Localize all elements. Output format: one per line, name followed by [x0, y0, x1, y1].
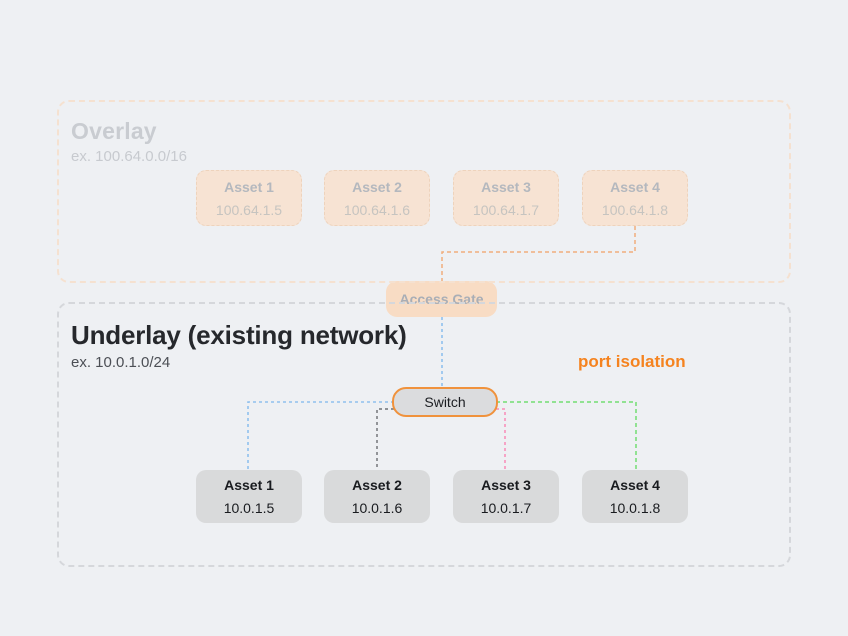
underlay-asset-1-ip: 10.0.1.5 — [223, 500, 275, 516]
underlay-asset-4: Asset 4 10.0.1.8 — [582, 470, 688, 523]
overlay-asset-2-name: Asset 2 — [352, 178, 402, 195]
underlay-heading: Underlay (existing network) ex. 10.0.1.0… — [71, 320, 407, 371]
overlay-asset-4: Asset 4 100.64.1.8 — [582, 170, 688, 226]
underlay-asset-3-ip: 10.0.1.7 — [480, 500, 532, 516]
port-isolation-label: port isolation — [578, 352, 686, 371]
underlay-asset-3-name: Asset 3 — [481, 477, 531, 493]
overlay-asset-1: Asset 1 100.64.1.5 — [196, 170, 302, 226]
switch-node: Switch — [392, 387, 498, 417]
underlay-title: Underlay (existing network) — [71, 320, 407, 350]
overlay-asset-1-name: Asset 1 — [224, 178, 274, 195]
overlay-asset-3-name: Asset 3 — [481, 178, 531, 195]
overlay-asset-3-ip: 100.64.1.7 — [472, 201, 540, 218]
overlay-asset-4-ip: 100.64.1.8 — [601, 201, 669, 218]
underlay-subtitle: ex. 10.0.1.0/24 — [71, 354, 171, 371]
overlay-asset-3: Asset 3 100.64.1.7 — [453, 170, 559, 226]
overlay-asset-1-ip: 100.64.1.5 — [215, 201, 283, 218]
overlay-section: Overlay ex. 100.64.0.0/16 — [57, 100, 791, 283]
overlay-asset-4-name: Asset 4 — [610, 178, 660, 195]
overlay-heading: Overlay ex. 100.64.0.0/16 — [71, 118, 187, 165]
underlay-asset-2: Asset 2 10.0.1.6 — [324, 470, 430, 523]
underlay-asset-1-name: Asset 1 — [224, 477, 274, 493]
overlay-asset-2: Asset 2 100.64.1.6 — [324, 170, 430, 226]
overlay-subtitle: ex. 100.64.0.0/16 — [71, 148, 187, 165]
underlay-section: Underlay (existing network) ex. 10.0.1.0… — [57, 302, 791, 567]
overlay-asset-2-ip: 100.64.1.6 — [343, 201, 411, 218]
switch-label: Switch — [424, 394, 466, 410]
underlay-asset-4-name: Asset 4 — [610, 477, 660, 493]
underlay-asset-4-ip: 10.0.1.8 — [609, 500, 661, 516]
underlay-asset-2-ip: 10.0.1.6 — [351, 500, 403, 516]
underlay-asset-1: Asset 1 10.0.1.5 — [196, 470, 302, 523]
underlay-asset-3: Asset 3 10.0.1.7 — [453, 470, 559, 523]
overlay-title: Overlay — [71, 118, 157, 144]
underlay-asset-2-name: Asset 2 — [352, 477, 402, 493]
